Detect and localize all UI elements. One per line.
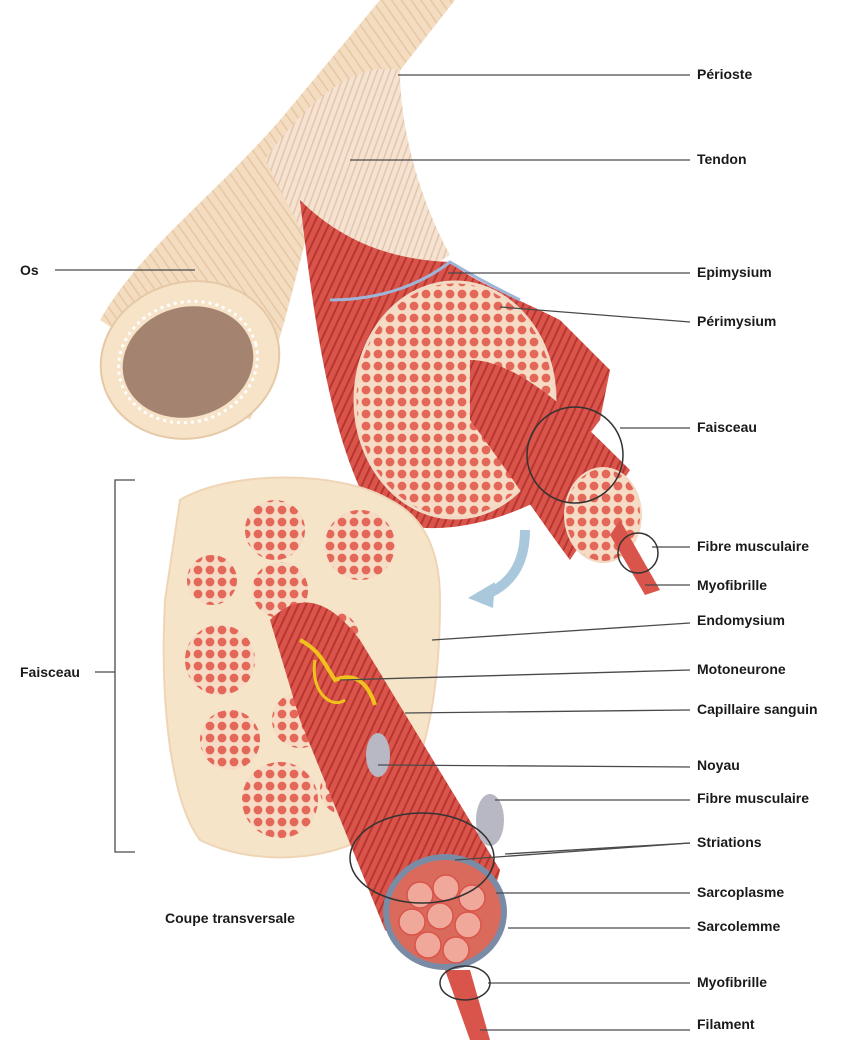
label-myofibrille-bottom: Myofibrille: [697, 974, 767, 990]
label-fibre-musculaire-top: Fibre musculaire: [697, 538, 809, 554]
label-sarcoplasme: Sarcoplasme: [697, 884, 784, 900]
label-endomysium: Endomysium: [697, 612, 785, 628]
bracket-faisceau: [115, 480, 135, 852]
label-noyau: Noyau: [697, 757, 740, 773]
label-capillaire-sanguin: Capillaire sanguin: [697, 701, 818, 717]
label-fibre-musculaire-bottom: Fibre musculaire: [697, 790, 809, 806]
leader-capillaire: [405, 710, 690, 713]
label-perioste: Périoste: [697, 66, 752, 82]
zoom-arrow: [468, 530, 525, 608]
label-faisceau-left: Faisceau: [20, 664, 80, 680]
label-coupe-transversale: Coupe transversale: [165, 910, 295, 926]
label-faisceau-top: Faisceau: [697, 419, 757, 435]
label-striations: Striations: [697, 834, 762, 850]
leader-striations-2: [505, 843, 690, 854]
label-perimysium: Périmysium: [697, 313, 776, 329]
label-filament: Filament: [697, 1016, 755, 1032]
leader-endomysium: [432, 623, 690, 640]
label-myofibrille-top: Myofibrille: [697, 577, 767, 593]
label-os: Os: [20, 262, 39, 278]
label-motoneurone: Motoneurone: [697, 661, 786, 677]
label-epimysium: Epimysium: [697, 264, 772, 280]
label-tendon: Tendon: [697, 151, 747, 167]
label-sarcolemme: Sarcolemme: [697, 918, 780, 934]
